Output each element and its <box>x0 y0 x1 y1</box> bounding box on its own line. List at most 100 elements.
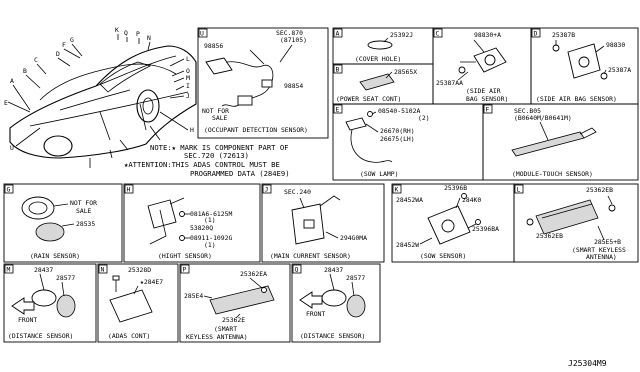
callout-o: O <box>186 67 190 75</box>
callout-g: G <box>70 36 74 44</box>
k-part-28452w: 28452W <box>396 241 419 249</box>
u-part-98856: 98856 <box>204 42 223 50</box>
note-line-1: NOTE:★ MARK IS COMPONENT PART OF <box>150 143 288 152</box>
d-part-25387a: 25387A <box>608 66 631 74</box>
panel-m-tag: M <box>7 266 11 274</box>
attention-line-1: ★ATTENTION:THIS ADAS CONTROL MUST BE <box>124 160 280 169</box>
q-front-arrow <box>299 291 323 309</box>
callout-h: H <box>190 126 194 134</box>
panel-u-occupant-detection-sensor: U 98856 SEC.870 (87105) 98854 NOT FOR SA… <box>197 27 329 139</box>
panel-a-cover-hole: A 25392J (COVER HOLE) <box>332 27 434 65</box>
u-sensor-module <box>205 57 233 75</box>
notes-block: NOTE:★ MARK IS COMPONENT PART OF SEC.720… <box>124 143 290 178</box>
p-part-25362ea: 25362EA <box>240 270 267 278</box>
panel-g-caption: (RAIN SENSOR) <box>30 252 80 260</box>
c-part-98830a: 98830+A <box>474 31 501 39</box>
panel-j-tag: J <box>265 186 269 194</box>
panel-n-caption: (ADAS CONT) <box>108 332 150 340</box>
k-part-28452wa: 28452WA <box>396 196 423 204</box>
n-part-284e7: ★284E7 <box>140 278 163 286</box>
panel-a-caption: (COVER HOLE) <box>355 55 401 63</box>
u-sale: SALE <box>212 114 228 122</box>
e-part-26670: 26670(RH) <box>380 127 415 135</box>
m-part-28437: 28437 <box>34 266 53 274</box>
q-front-label: FRONT <box>306 310 325 318</box>
panel-l-caption-2: ANTENNA) <box>586 253 617 261</box>
panel-d-caption: (SIDE AIR BAG SENSOR) <box>536 95 617 103</box>
e-part-08540: 08540-5102A <box>378 107 420 115</box>
j-part-294g0ma: 294G0MA <box>340 234 367 242</box>
vehicle-overview: K Q P N G F D C B A E L O M I J H U <box>4 26 197 168</box>
panel-e-tag: E <box>336 106 340 114</box>
u-part-98854: 98854 <box>284 82 303 90</box>
n-part-25328d: 25328D <box>128 266 151 274</box>
callout-k: K <box>115 26 119 34</box>
panel-c-side-air-bag-sensor: C 98830+A 25387AA (SIDE AIR BAG SENSOR) <box>432 27 532 105</box>
panel-b-power-seat-cont: B 28565X (POWER SEAT CONT) <box>332 63 434 105</box>
panel-h-tag: H <box>127 186 131 194</box>
a-part-25392j: 25392J <box>390 31 413 39</box>
callout-m: M <box>186 74 190 82</box>
panel-d-side-air-bag-sensor: D 25387B 98830 25387A (SIDE AIR BAG SENS… <box>530 27 639 105</box>
h-height-sensor-body <box>147 199 177 229</box>
panel-e-caption: (SOW LAMP) <box>360 170 398 178</box>
car-side-line <box>29 91 189 127</box>
callout-i: I <box>186 82 190 90</box>
panel-f-caption: (MODULE-TOUCH SENSOR) <box>512 170 593 178</box>
panel-a-tag: A <box>336 30 340 38</box>
panel-f-module-touch-sensor: F SEC.B05 (B0640M/B0641M) (MODULE-TOUCH … <box>482 103 639 181</box>
g-part-28535: 28535 <box>76 220 95 228</box>
panel-g-tag: G <box>7 186 11 194</box>
panel-p-smart-keyless-antenna: P 25362EA 285E4 25362E (SMART KEYLESS AN… <box>179 263 291 343</box>
h-part-qty1a: (1) <box>204 216 216 224</box>
m-part-28577: 28577 <box>56 274 75 282</box>
callout-a: A <box>10 77 14 85</box>
c-part-25387aa: 25387AA <box>436 79 463 87</box>
h-part-53820q: 53820Q <box>190 224 213 232</box>
f-touch-sensor-strip <box>511 131 585 157</box>
u-not-for: NOT FOR <box>202 107 229 115</box>
f-part-secb05: SEC.B05 <box>514 107 541 115</box>
l-antenna-body <box>535 199 599 235</box>
panel-p-caption-1: (SMART <box>214 325 237 333</box>
h-part-qty1b: (1) <box>204 241 216 249</box>
panel-j-main-current-sensor: J SEC.240 294G0MA (MAIN CURRENT SENSOR) <box>261 183 385 263</box>
panel-u-tag: U <box>200 30 204 38</box>
panel-d-tag: D <box>534 30 538 38</box>
panel-q-caption: (DISTANCE SENSOR) <box>300 332 365 340</box>
panel-k-sow-sensor: K 25396B 28452WA 284K0 25396BA 28452W (S… <box>391 183 515 263</box>
callout-d: D <box>56 50 60 58</box>
u-connector <box>237 95 253 106</box>
j-part-sec240: SEC.240 <box>284 188 311 196</box>
panel-l-tag: L <box>517 186 521 194</box>
attention-line-2: PROGRAMMED DATA (284E9) <box>190 169 290 178</box>
d-part-98830: 98830 <box>606 41 625 49</box>
panel-b-caption: (POWER SEAT CONT) <box>336 95 401 103</box>
panel-c-caption-1: (SIDE AIR <box>466 87 501 95</box>
car-door-line <box>99 103 147 141</box>
f-part-b0640m: (B0640M/B0641M) <box>514 114 572 122</box>
g-sale: SALE <box>76 207 92 215</box>
panel-h-caption: (HIGHT SENSOR) <box>158 252 212 260</box>
panel-c-caption-2: BAG SENSOR) <box>466 95 508 103</box>
a-cover-hole <box>367 40 393 50</box>
callout-c: C <box>34 56 38 64</box>
panel-q-tag: Q <box>295 266 299 274</box>
n-adas-control-unit <box>109 289 153 323</box>
panel-p-caption-2: KEYLESS ANTENNA) <box>186 333 248 341</box>
panel-m-distance-sensor: M 28437 28577 FRONT (DISTANCE SENSOR) <box>3 263 97 343</box>
panel-j-caption: (MAIN CURRENT SENSOR) <box>270 252 351 260</box>
car-roof-line <box>95 55 177 87</box>
h-part-08911: 08911-1092G <box>190 234 232 242</box>
panel-u-caption: (OCCUPANT DETECTION SENSOR) <box>204 126 308 134</box>
k-part-25396b: 25396B <box>444 184 467 192</box>
callout-q: Q <box>124 29 128 37</box>
panel-l-caption-1: (SMART KEYLESS <box>572 246 626 254</box>
h-part-081a6: 081A6-6125M <box>190 210 232 218</box>
p-part-25362e: 25362E <box>222 316 245 324</box>
car-windshield <box>99 61 152 93</box>
g-rain-sensor-ring <box>21 196 55 220</box>
callout-l: L <box>186 55 190 63</box>
callout-n: N <box>147 34 151 42</box>
